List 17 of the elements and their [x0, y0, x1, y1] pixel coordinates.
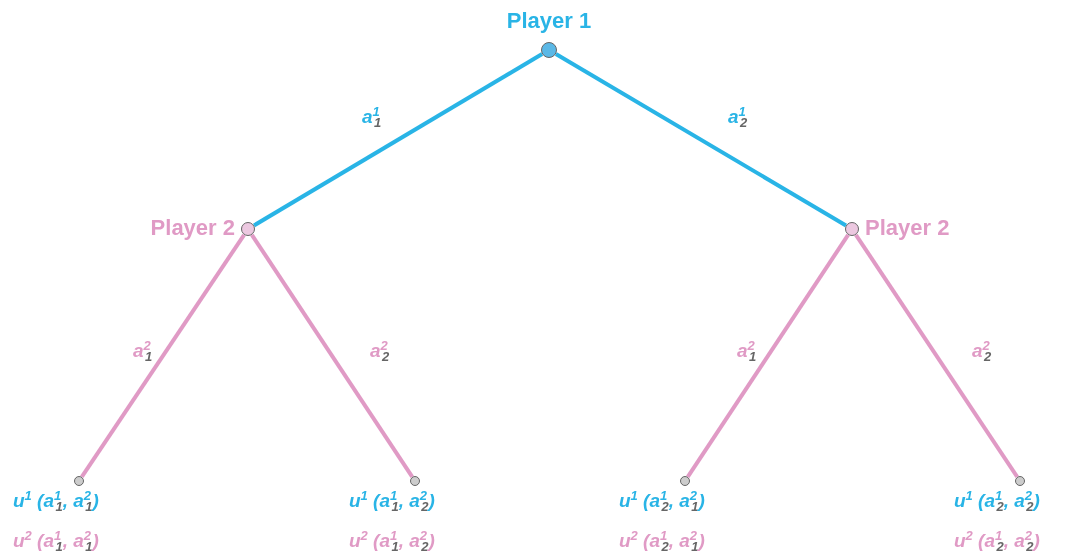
payoff-label: u$^{1}$ (a$^{1}$$_{2}$, a$^{2}$$_{1}$) [619, 490, 705, 512]
payoff-label: u$^{1}$ (a$^{1}$$_{1}$, a$^{2}$$_{1}$) [13, 490, 99, 512]
tree-branch [854, 233, 1019, 478]
player-label: Player 2 [150, 215, 235, 241]
payoff-label: u$^{1}$ (a$^{1}$$_{1}$, a$^{2}$$_{2}$) [349, 490, 435, 512]
payoff-label: u$^{2}$ (a$^{1}$$_{2}$, a$^{2}$$_{2}$) [954, 530, 1040, 552]
tree-branch [554, 52, 847, 228]
player-label: Player 2 [865, 215, 950, 241]
tree-branch [250, 233, 414, 478]
payoff-label: u$^{2}$ (a$^{1}$$_{1}$, a$^{2}$$_{1}$) [13, 530, 99, 552]
tree-branch [253, 52, 544, 228]
tree-branch [686, 233, 850, 478]
payoff-label: u$^{1}$ (a$^{1}$$_{2}$, a$^{2}$$_{2}$) [954, 490, 1040, 512]
payoff-label: u$^{2}$ (a$^{1}$$_{2}$, a$^{2}$$_{1}$) [619, 530, 705, 552]
payoff-label: u$^{2}$ (a$^{1}$$_{1}$, a$^{2}$$_{2}$) [349, 530, 435, 552]
player-label: Player 1 [506, 8, 592, 34]
tree-branch [80, 233, 246, 478]
